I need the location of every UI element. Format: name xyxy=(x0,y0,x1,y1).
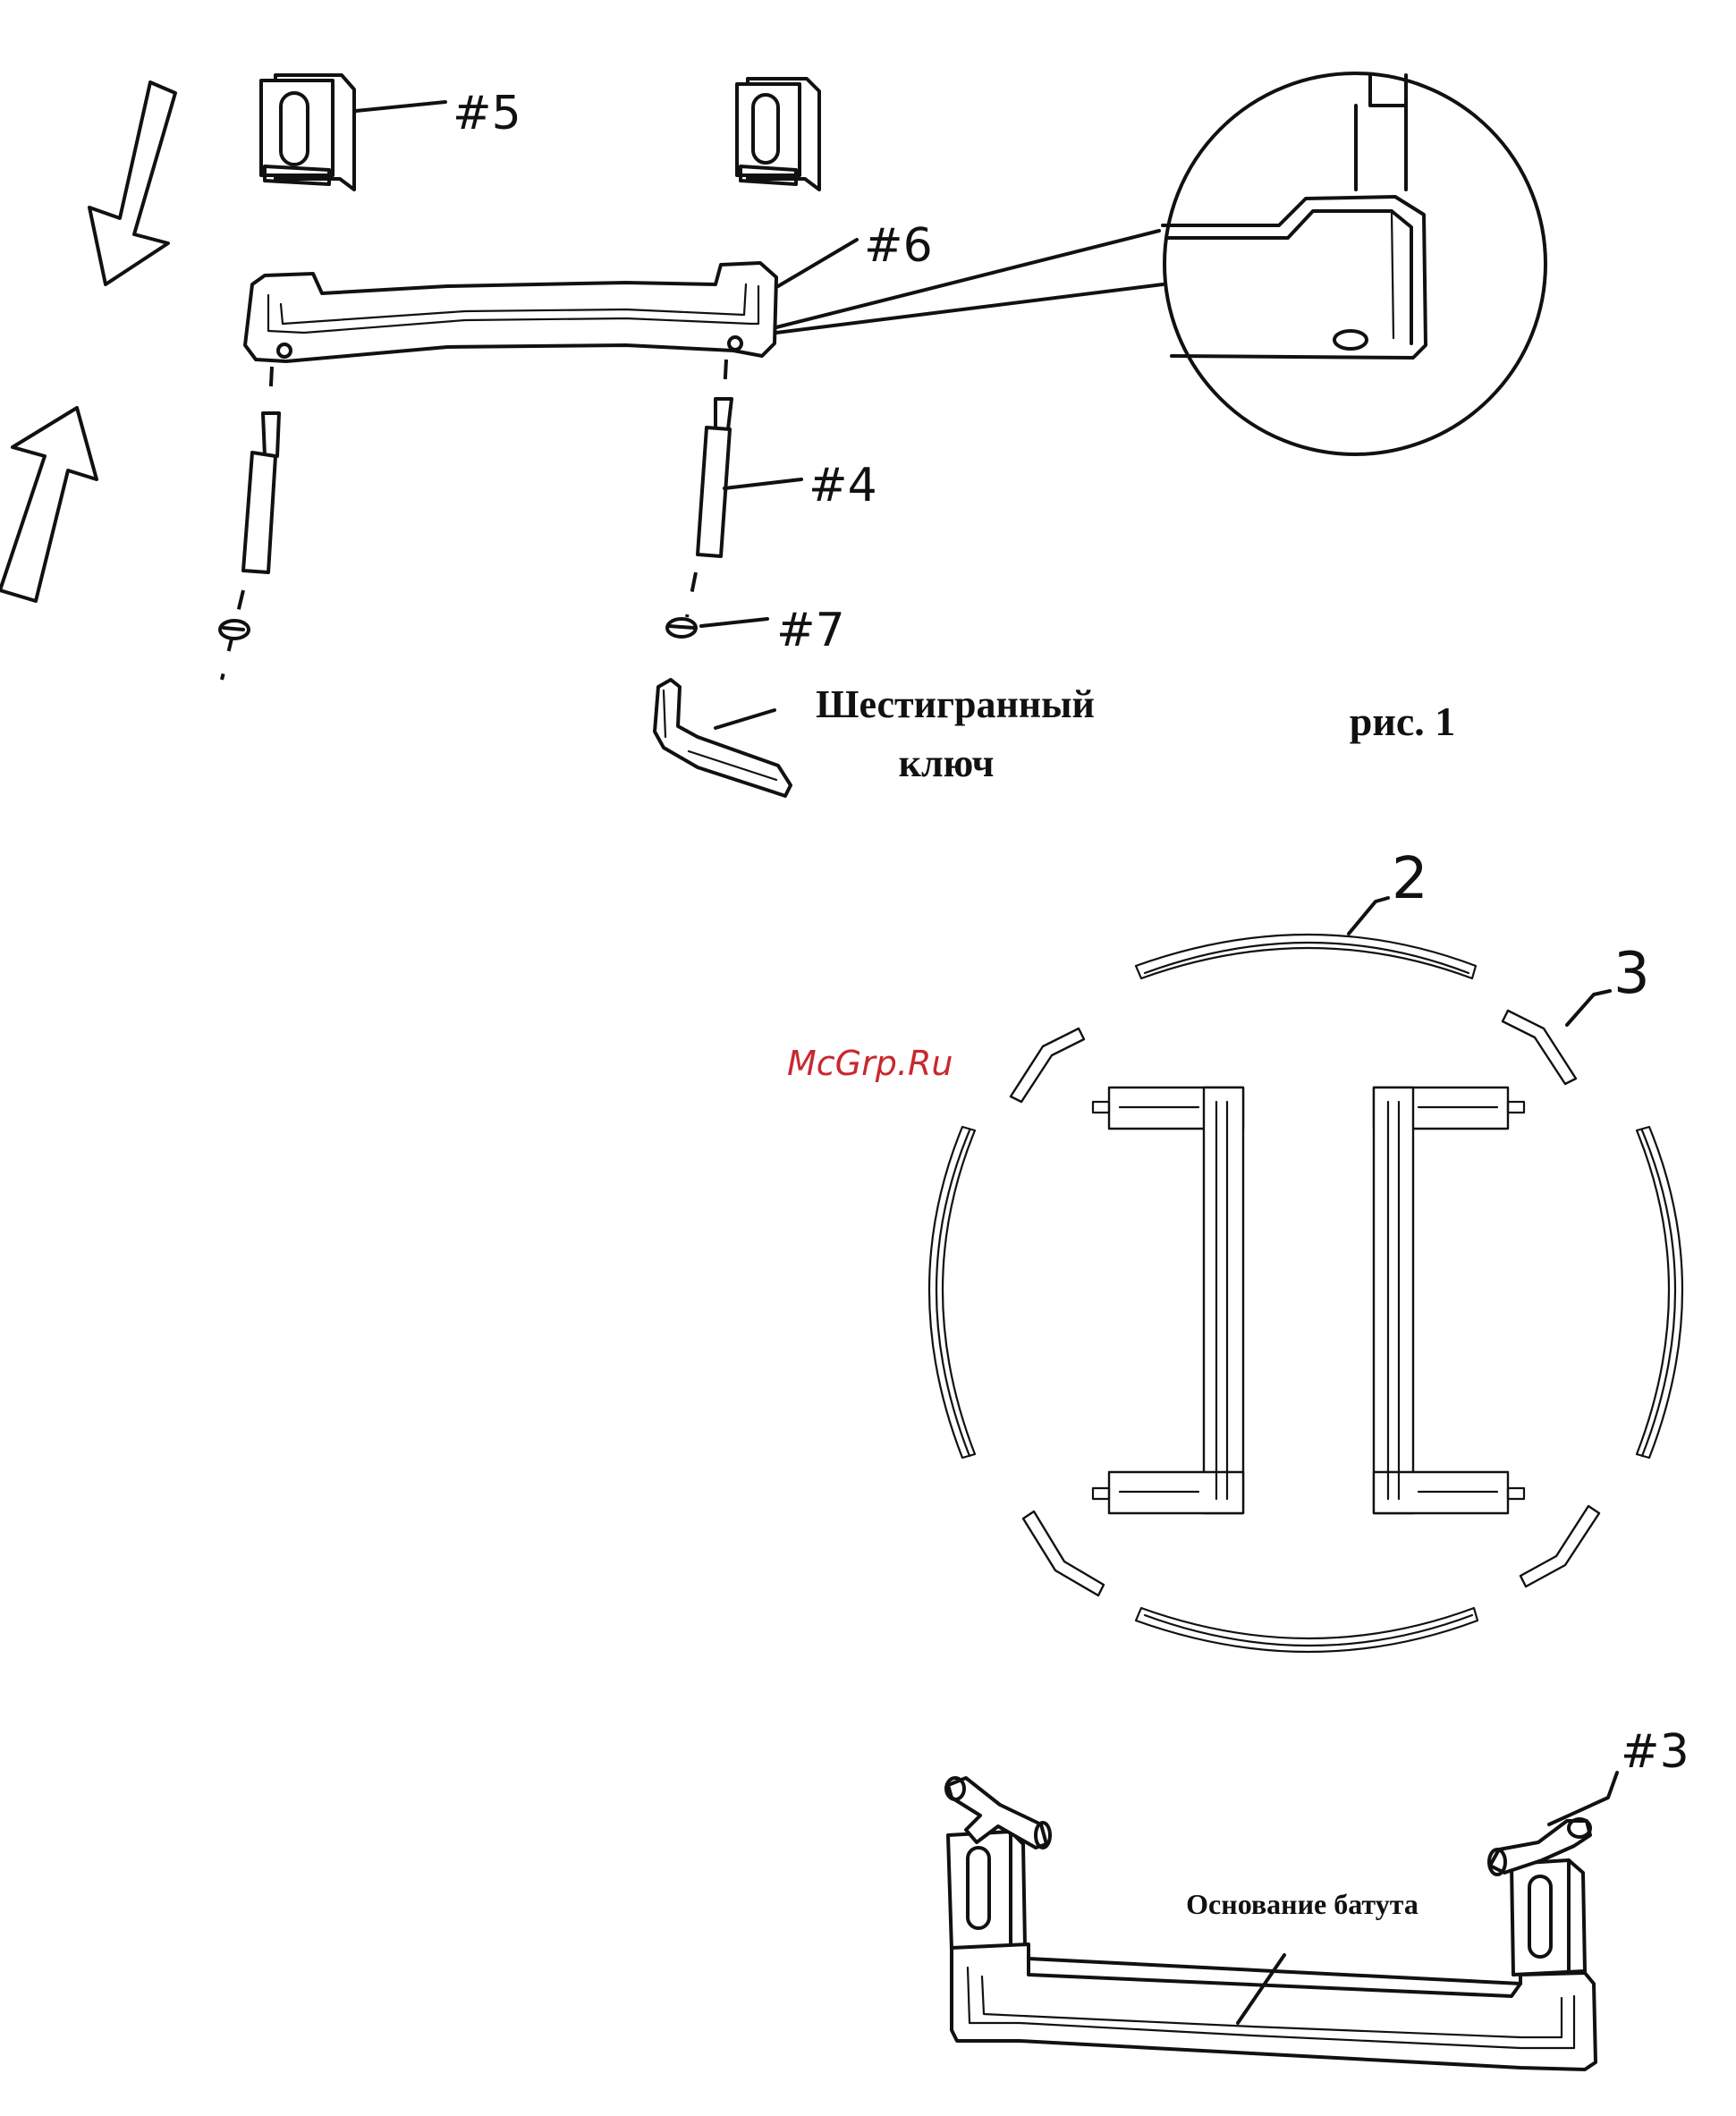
ring-connector-bottom-left xyxy=(1023,1511,1104,1595)
leader-hex-key xyxy=(716,710,775,728)
nut-part7 xyxy=(667,619,696,637)
arrow-down-icon xyxy=(89,82,175,284)
ring-connector-top-left xyxy=(1011,1028,1084,1102)
ring-layout-drawing: 2 3 xyxy=(929,846,1682,1652)
block-part5-right xyxy=(737,79,819,190)
base-bar xyxy=(952,1944,1596,2069)
upright-right xyxy=(1489,1819,1590,1975)
ring-connector-top-right xyxy=(1503,1011,1576,1084)
pin-left xyxy=(220,367,279,680)
label-part4: #4 xyxy=(809,459,877,512)
leader-part3 xyxy=(1549,1773,1617,1824)
ring-segment-right xyxy=(1637,1127,1682,1458)
leader-part5 xyxy=(356,102,445,111)
block-part5-left xyxy=(261,75,354,190)
base-label: Основание батута xyxy=(1186,1888,1418,1920)
ring-label-2: 2 xyxy=(1392,846,1428,912)
hex-key-icon xyxy=(655,680,791,796)
label-part3: #3 xyxy=(1621,1725,1689,1779)
arrow-up-icon xyxy=(0,408,97,601)
base-frame-left xyxy=(1093,1088,1243,1513)
leader-part7 xyxy=(701,619,767,626)
ring-connector-bottom-right xyxy=(1520,1506,1599,1587)
label-part6: #6 xyxy=(864,219,933,273)
ring-segment-bottom xyxy=(1136,1608,1478,1652)
ring-segment-left xyxy=(929,1127,975,1458)
label-part7: #7 xyxy=(776,604,845,657)
label-part5: #5 xyxy=(453,87,521,140)
leader-part6 xyxy=(778,240,857,286)
hex-key-label-line2: ключ xyxy=(899,741,995,785)
leader-part4 xyxy=(724,479,801,488)
base-assembly-drawing: #3 Основание батута xyxy=(946,1725,1689,2069)
leader-ring-3 xyxy=(1567,991,1610,1025)
ring-label-3: 3 xyxy=(1613,941,1650,1007)
watermark-text: McGrp.Ru xyxy=(787,1044,953,1083)
curved-bar-part6 xyxy=(245,263,776,361)
figure-1-drawing: #5 #6 xyxy=(0,73,1545,796)
upright-left xyxy=(946,1778,1050,1950)
figure-caption: рис. 1 xyxy=(1350,698,1456,744)
hex-key-label-line1: Шестигранный xyxy=(816,682,1095,726)
ring-segment-top xyxy=(1136,935,1476,978)
base-frame-right xyxy=(1374,1088,1524,1513)
leader-ring-2 xyxy=(1349,898,1388,934)
